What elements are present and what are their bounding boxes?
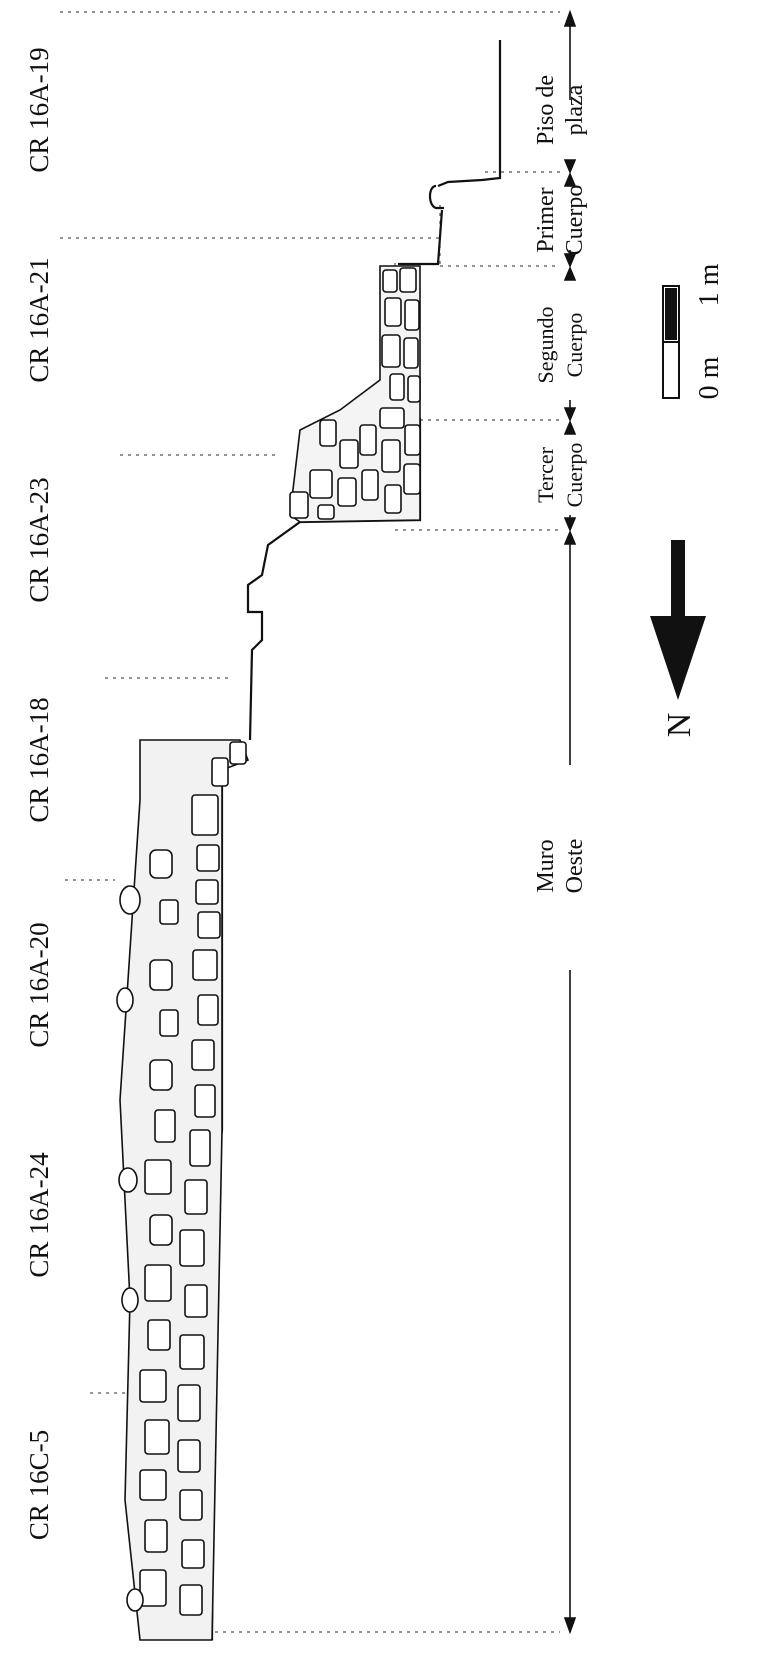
north-arrow-icon: N [650,540,706,737]
primer-cuerpo-line1: Primer [533,187,559,252]
piso-de-plaza-line2: plaza [562,84,588,135]
masonry-lower [116,739,250,1641]
section-labels: Piso de plaza Primer Cuerpo Segundo Cuer… [533,75,588,893]
operation-label-2: CR 16A-21 [24,257,54,382]
muro-oeste-line2: Oeste [562,839,588,894]
muro-oeste-line1: Muro [533,839,559,892]
operation-label-3: CR 16A-23 [24,477,54,602]
scale-bar: 1 m 0 m [662,263,725,399]
tercer-cuerpo-line1: Tercer [533,446,558,503]
operation-label-1: CR 16A-19 [24,47,54,172]
profile-outline [210,40,502,1641]
masonry-upper [289,265,421,523]
operation-label-5: CR 16A-20 [24,922,54,1047]
tercer-cuerpo-line2: Cuerpo [562,443,587,508]
piso-de-plaza-line1: Piso de [533,75,559,145]
scale-0m-label: 0 m [694,356,725,399]
operation-label-7: CR 16C-5 [24,1430,54,1540]
dimension-lines [563,9,577,1635]
scale-1m-label: 1 m [694,263,725,306]
segundo-cuerpo-line1: Segundo [533,307,558,384]
segundo-cuerpo-line2: Cuerpo [562,313,587,378]
primer-cuerpo-line2: Cuerpo [562,185,588,256]
operation-labels: CR 16A-19 CR 16A-21 CR 16A-23 CR 16A-18 … [24,47,54,1540]
north-label: N [661,713,698,738]
operation-label-6: CR 16A-24 [24,1152,54,1278]
operation-label-4: CR 16A-18 [24,697,54,822]
